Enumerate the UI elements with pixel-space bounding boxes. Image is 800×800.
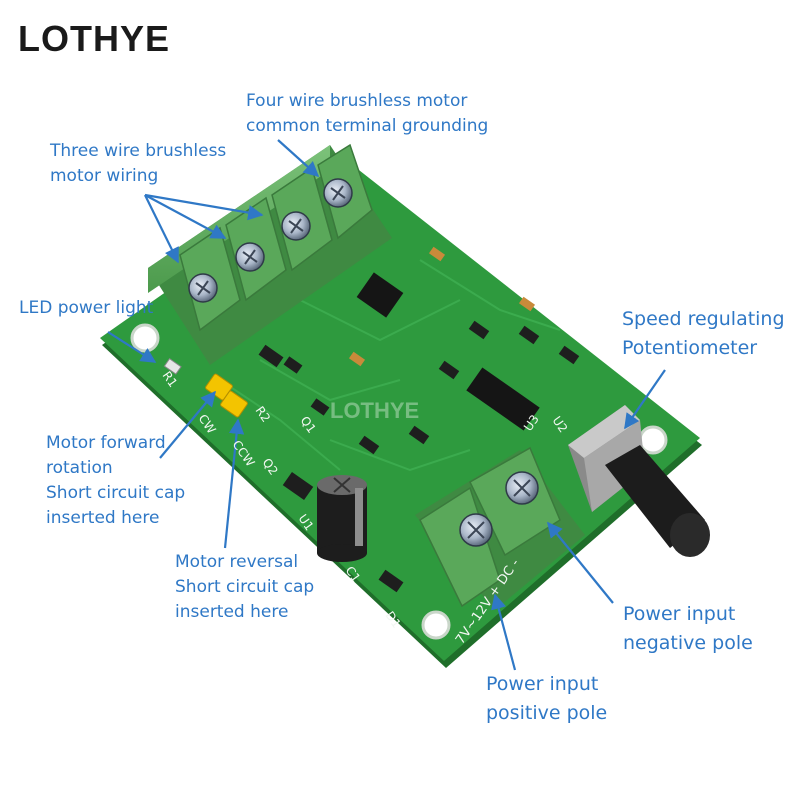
callout-led: LED power light — [19, 298, 154, 318]
ic-chip-u2 — [466, 367, 540, 431]
callout-three-wire: Three wire brushless motor wiring — [50, 141, 227, 186]
power-terminal-block — [415, 446, 585, 610]
mounting-hole — [421, 610, 451, 640]
ic-chip-u3 — [356, 272, 404, 318]
callout-four-wire: Four wire brushless motor common termina… — [246, 91, 489, 136]
callout-reversal: Motor reversal Short circuit cap inserte… — [175, 552, 315, 622]
mounting-hole — [130, 323, 160, 353]
led-indicator — [163, 358, 182, 375]
potentiometer — [568, 405, 710, 557]
electrolytic-capacitor — [317, 475, 367, 562]
callout-negative-pole: Power input negative pole — [623, 603, 753, 654]
watermark: LOTHYE — [330, 398, 419, 423]
callout-positive-pole: Power input positive pole — [486, 673, 608, 724]
callout-forward: Motor forward rotation Short circuit cap… — [46, 433, 186, 528]
mounting-hole — [638, 425, 668, 455]
motor-terminal-block — [148, 143, 392, 365]
brand-logo: LOTHYE — [18, 18, 171, 59]
jumper-cap — [220, 390, 248, 418]
callout-speed: Speed regulating Potentiometer — [622, 308, 785, 359]
